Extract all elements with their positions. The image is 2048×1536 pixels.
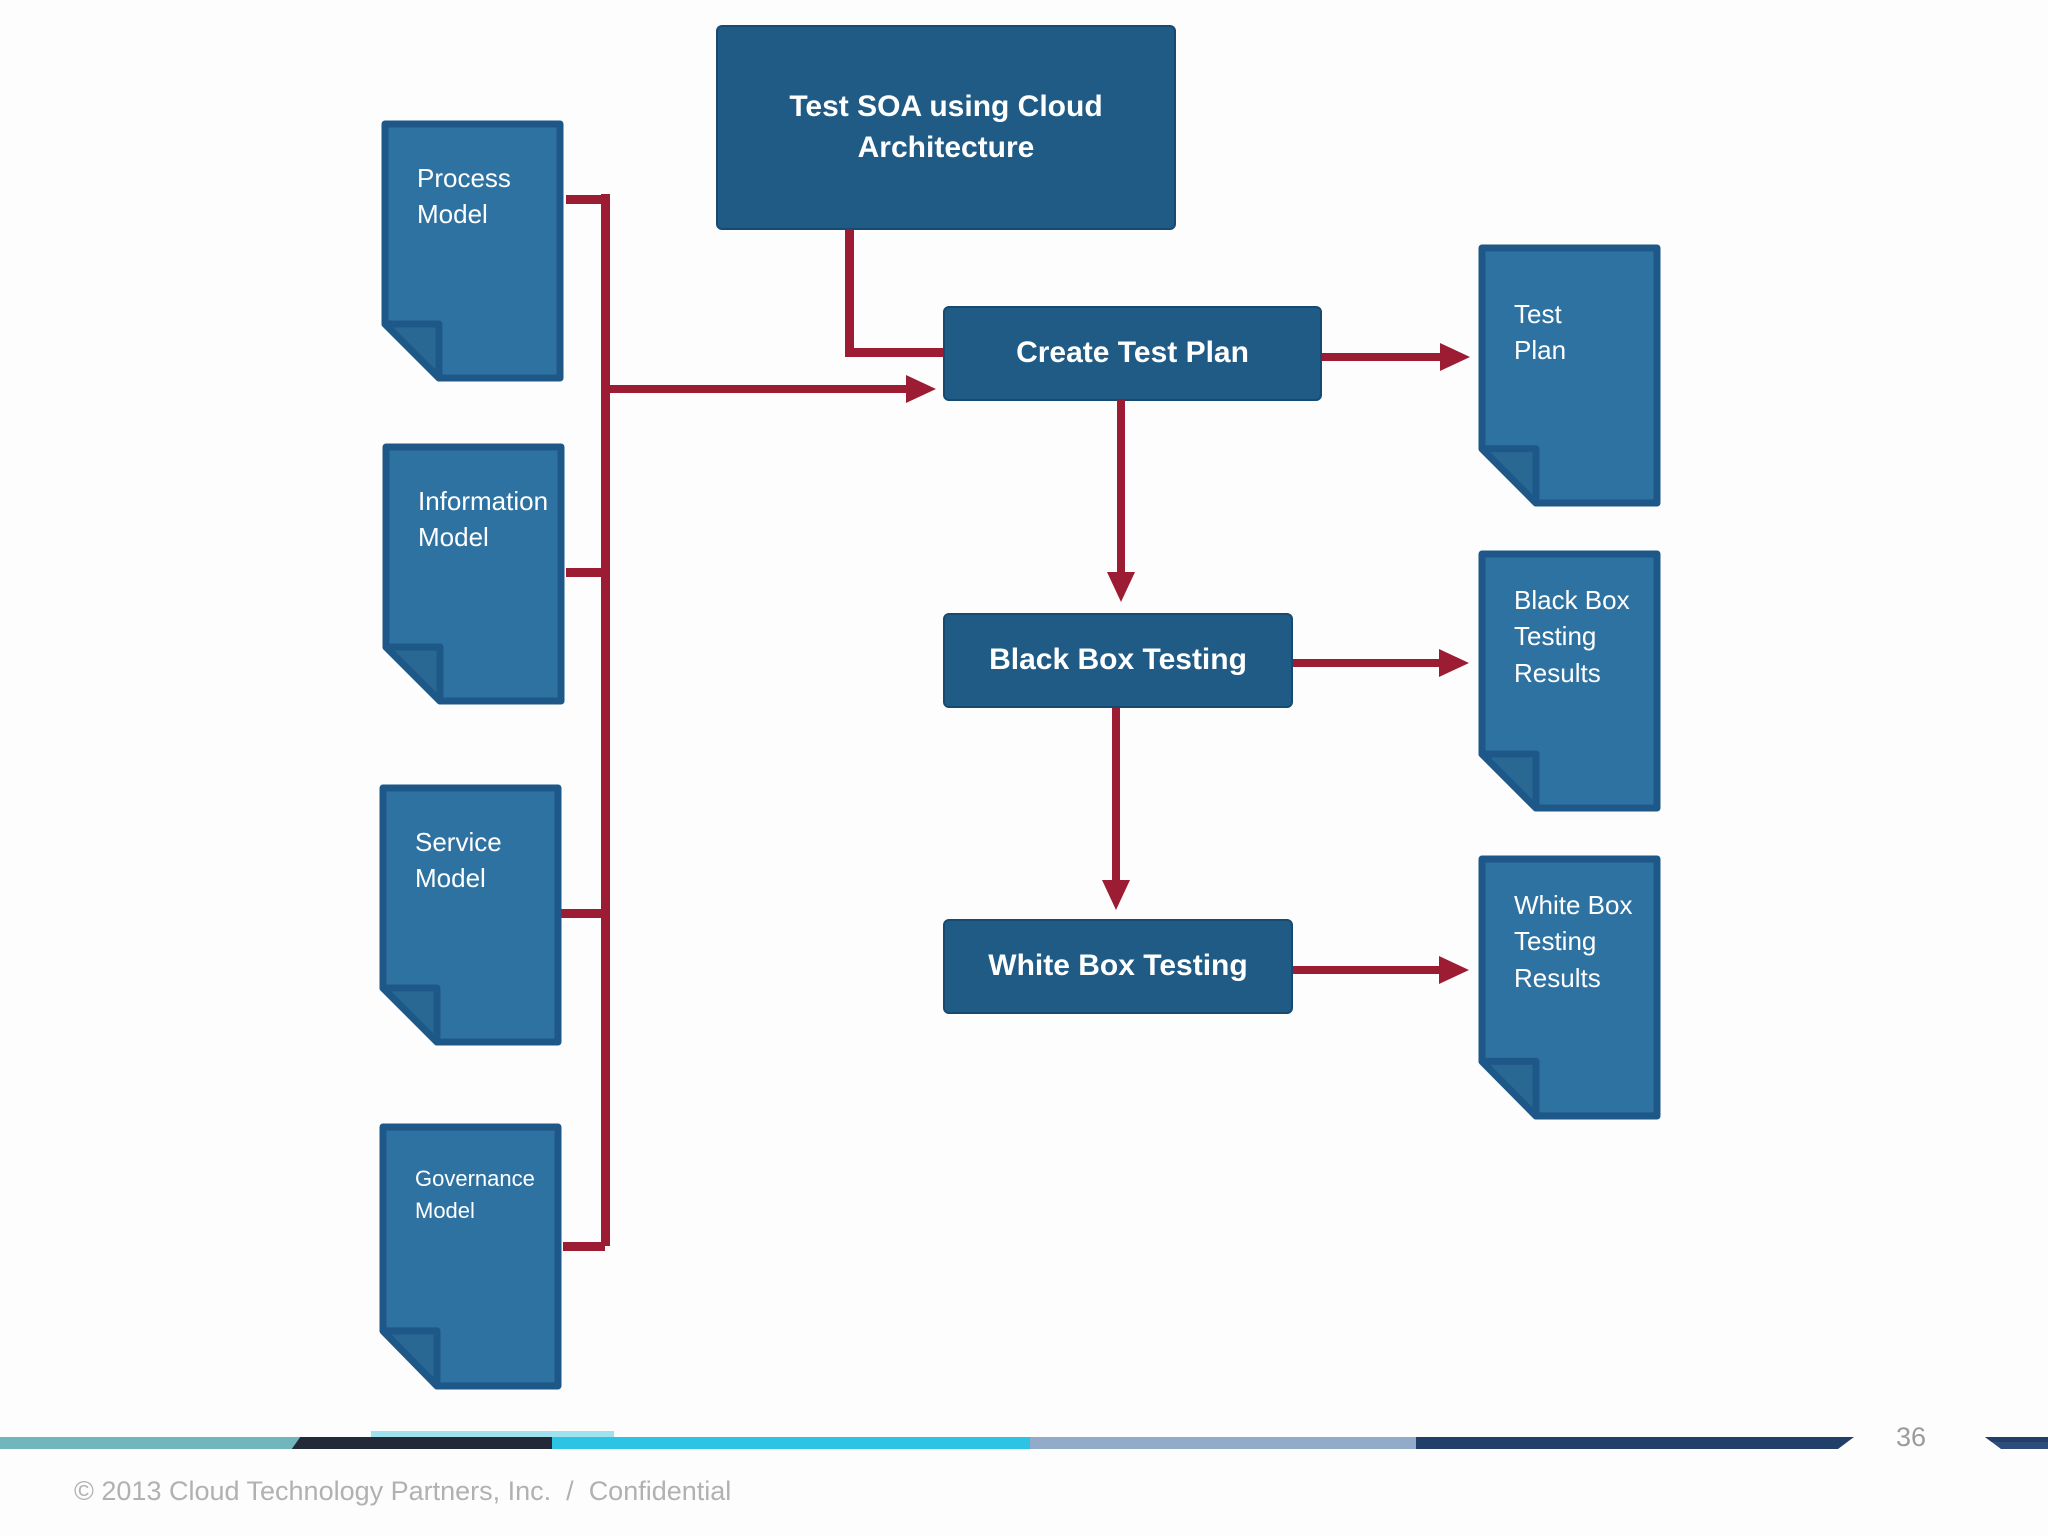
- footer-bar-segment-slate: [1416, 1437, 1854, 1449]
- footer-bar-highlight: [371, 1431, 614, 1437]
- page-number: 36: [1896, 1422, 1927, 1452]
- title-box: Test SOA using Cloud Architecture: [716, 25, 1176, 230]
- connector-stub-process-model: [566, 195, 606, 204]
- document-label: White Box Testing Results: [1514, 890, 1633, 993]
- footer-bar-segment-teal: [0, 1437, 300, 1449]
- connector-stub-service-model: [561, 909, 606, 918]
- flow-box-white-box-testing: White Box Testing: [943, 919, 1293, 1014]
- footer-copyright: © 2013 Cloud Technology Partners, Inc. /…: [74, 1476, 732, 1506]
- document-process-model: Process Model: [381, 120, 564, 382]
- arrowhead-whitebox-to-results-doc: [1439, 956, 1469, 984]
- document-black-box-testing-results: Black Box Testing Results: [1478, 550, 1661, 812]
- document-service-model: Service Model: [379, 784, 562, 1046]
- arrow-create-to-blackbox: [1117, 400, 1125, 574]
- arrowhead-create-to-blackbox: [1107, 572, 1135, 602]
- document-label: Test Plan: [1514, 299, 1567, 366]
- connector-stub-information-model: [566, 568, 606, 577]
- arrow-blackbox-to-whitebox: [1112, 708, 1120, 882]
- arrowhead-create-to-test-plan-doc: [1440, 343, 1470, 371]
- footer-bar-segment-steel: [1030, 1437, 1418, 1449]
- flow-box-black-box-testing: Black Box Testing: [943, 613, 1293, 708]
- connector-stub-governance-model: [563, 1242, 605, 1251]
- document-white-box-testing-results: White Box Testing Results: [1478, 855, 1661, 1120]
- connector-title-horizontal: [845, 348, 945, 357]
- arrowhead-blackbox-to-results-doc: [1439, 649, 1469, 677]
- document-label: Governance Model: [415, 1166, 535, 1223]
- document-governance-model: Governance Model: [379, 1123, 562, 1390]
- connector-rail: [601, 194, 610, 1246]
- connector-title-vertical: [845, 229, 854, 357]
- arrowhead-rail-to-create-test-plan: [906, 375, 936, 403]
- document-label: Information Model: [418, 486, 549, 553]
- arrow-whitebox-to-results-doc: [1293, 966, 1441, 974]
- document-label: Service Model: [415, 827, 502, 894]
- document-information-model: Information Model: [382, 443, 565, 705]
- footer-bar-segment-cyan: [552, 1437, 1032, 1449]
- footer-bar-segment-slate-right: [1985, 1437, 2048, 1449]
- flow-box-create-test-plan: Create Test Plan: [943, 306, 1322, 401]
- arrowhead-blackbox-to-whitebox: [1102, 880, 1130, 910]
- footer-bar-segment-navy: [291, 1437, 563, 1449]
- arrow-rail-to-create-test-plan: [610, 385, 908, 393]
- arrow-create-to-test-plan-doc: [1322, 353, 1442, 361]
- document-label: Process Model: [417, 163, 511, 230]
- document-test-plan: Test Plan: [1478, 244, 1661, 507]
- document-label: Black Box Testing Results: [1514, 585, 1630, 688]
- arrow-blackbox-to-results-doc: [1293, 659, 1441, 667]
